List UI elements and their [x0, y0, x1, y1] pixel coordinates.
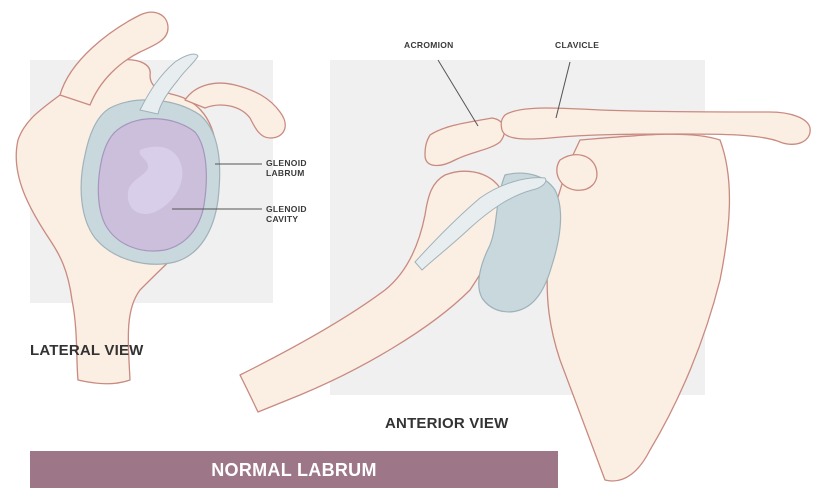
glenoid-cavity-label-line2: CAVITY — [266, 214, 307, 224]
glenoid-labrum-label: GLENOID LABRUM — [266, 158, 307, 178]
normal-labrum-banner: NORMAL LABRUM — [30, 451, 558, 488]
banner-title: NORMAL LABRUM — [30, 460, 558, 481]
anterior-view-caption: ANTERIOR VIEW — [385, 415, 508, 432]
clavicle-label: CLAVICLE — [555, 40, 599, 50]
glenoid-labrum-label-line2: LABRUM — [266, 168, 307, 178]
acromion-label: ACROMION — [404, 40, 454, 50]
glenoid-labrum-label-line1: GLENOID — [266, 158, 307, 168]
glenoid-cavity-label-line1: GLENOID — [266, 204, 307, 214]
lateral-view-caption: LATERAL VIEW — [30, 342, 144, 359]
glenoid-cavity-label: GLENOID CAVITY — [266, 204, 307, 224]
coracoid-process — [557, 155, 597, 191]
